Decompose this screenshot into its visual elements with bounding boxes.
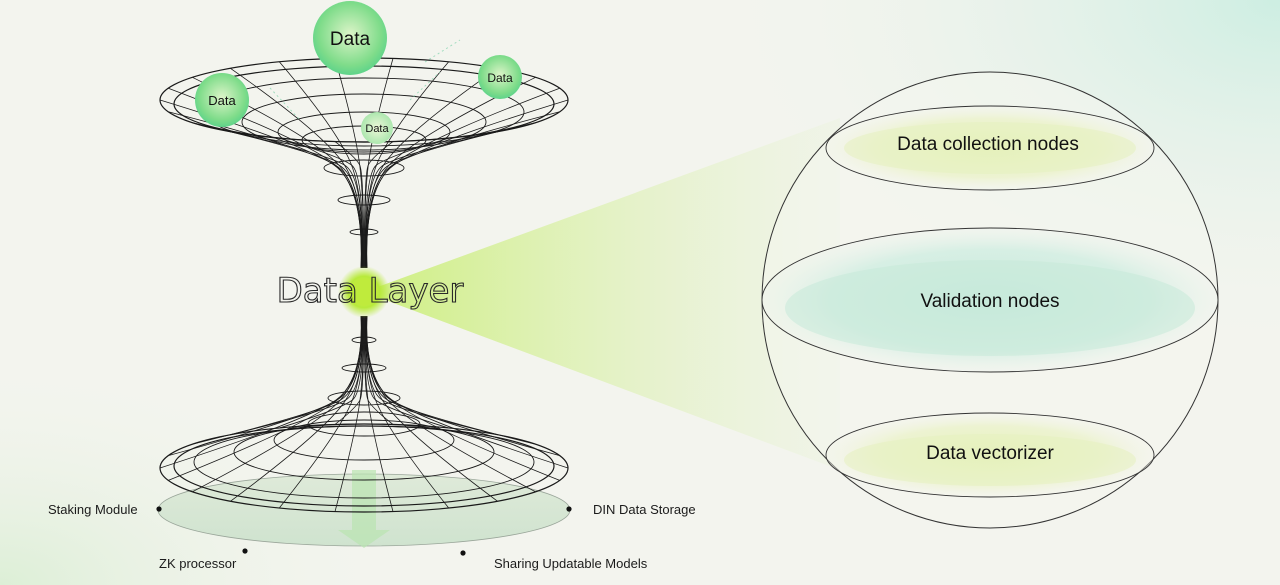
- bottom-throat-ring: [327, 390, 401, 406]
- down-arrow-icon: [338, 470, 390, 548]
- top-funnel-line: [364, 61, 450, 269]
- bottom-funnel-line: [279, 315, 364, 429]
- top-throat-ring: [323, 159, 405, 177]
- data-layer-node: [350, 278, 378, 306]
- top-funnel-line: [230, 67, 363, 269]
- bottom-funnel-line: [365, 315, 498, 436]
- top-funnel-line: [366, 87, 560, 269]
- layer-label-validation: Validation nodes: [920, 291, 1059, 312]
- data-bubble-label: Data: [365, 123, 389, 135]
- bottom-funnel-line: [366, 315, 560, 456]
- data-bubble-large: Data: [313, 1, 387, 75]
- label-din-data-storage: DIN Data Storage: [593, 502, 696, 517]
- sharing-dot: [460, 550, 466, 556]
- top-funnel-line: [365, 76, 536, 269]
- label-sharing-models: Sharing Updatable Models: [494, 556, 648, 571]
- bottom-funnel-ring: [233, 423, 495, 481]
- bottom-funnel-line: [364, 315, 449, 429]
- data-flow-streak: [269, 87, 301, 121]
- top-throat-ring: [337, 194, 391, 206]
- top-throat-ring: [349, 228, 379, 236]
- bottom-funnel-line: [365, 315, 536, 445]
- label-staking-module: Staking Module: [48, 502, 138, 517]
- data-bubble-left: Data: [195, 73, 249, 127]
- bottom-funnel-ring: [307, 411, 421, 437]
- top-funnel-ring: [277, 111, 451, 153]
- bottom-throat-ring: [341, 363, 387, 373]
- data-flow-streak: [424, 39, 461, 63]
- data-bubble-label: Data: [487, 71, 513, 85]
- layer-label-vectorizer: Data vectorizer: [926, 443, 1054, 464]
- top-funnel-line: [363, 58, 394, 269]
- data-flow-streak: [409, 71, 441, 101]
- node-sphere: Data collection nodes Validation nodes D…: [761, 71, 1219, 529]
- top-funnel-ring: [241, 93, 487, 151]
- wormhole-funnel: [159, 39, 569, 513]
- bottom-funnel-line: [334, 315, 365, 425]
- label-zk-processor: ZK processor: [159, 556, 237, 571]
- data-bubble-label: Data: [330, 29, 371, 50]
- top-funnel-line: [365, 67, 498, 269]
- bottom-funnel-ring: [193, 425, 535, 499]
- data-bubble-small: Data: [361, 112, 393, 144]
- data-bubble-label: Data: [208, 93, 236, 108]
- layer-label-collection: Data collection nodes: [897, 134, 1079, 155]
- top-funnel-line: [192, 76, 363, 269]
- staking-dot: [156, 506, 162, 512]
- projection-beam: [364, 118, 840, 470]
- data-layer-title: Data Layer: [277, 271, 464, 311]
- top-funnel-line: [334, 58, 365, 269]
- top-funnel-line: [278, 61, 364, 269]
- zk-dot: [242, 548, 248, 554]
- data-bubble-right: Data: [478, 55, 522, 99]
- bottom-funnel-line: [168, 315, 362, 456]
- storage-dot: [566, 506, 572, 512]
- bottom-funnel-line: [230, 315, 363, 436]
- bottom-funnel-line: [363, 315, 394, 425]
- bottom-funnel-ring: [273, 419, 455, 461]
